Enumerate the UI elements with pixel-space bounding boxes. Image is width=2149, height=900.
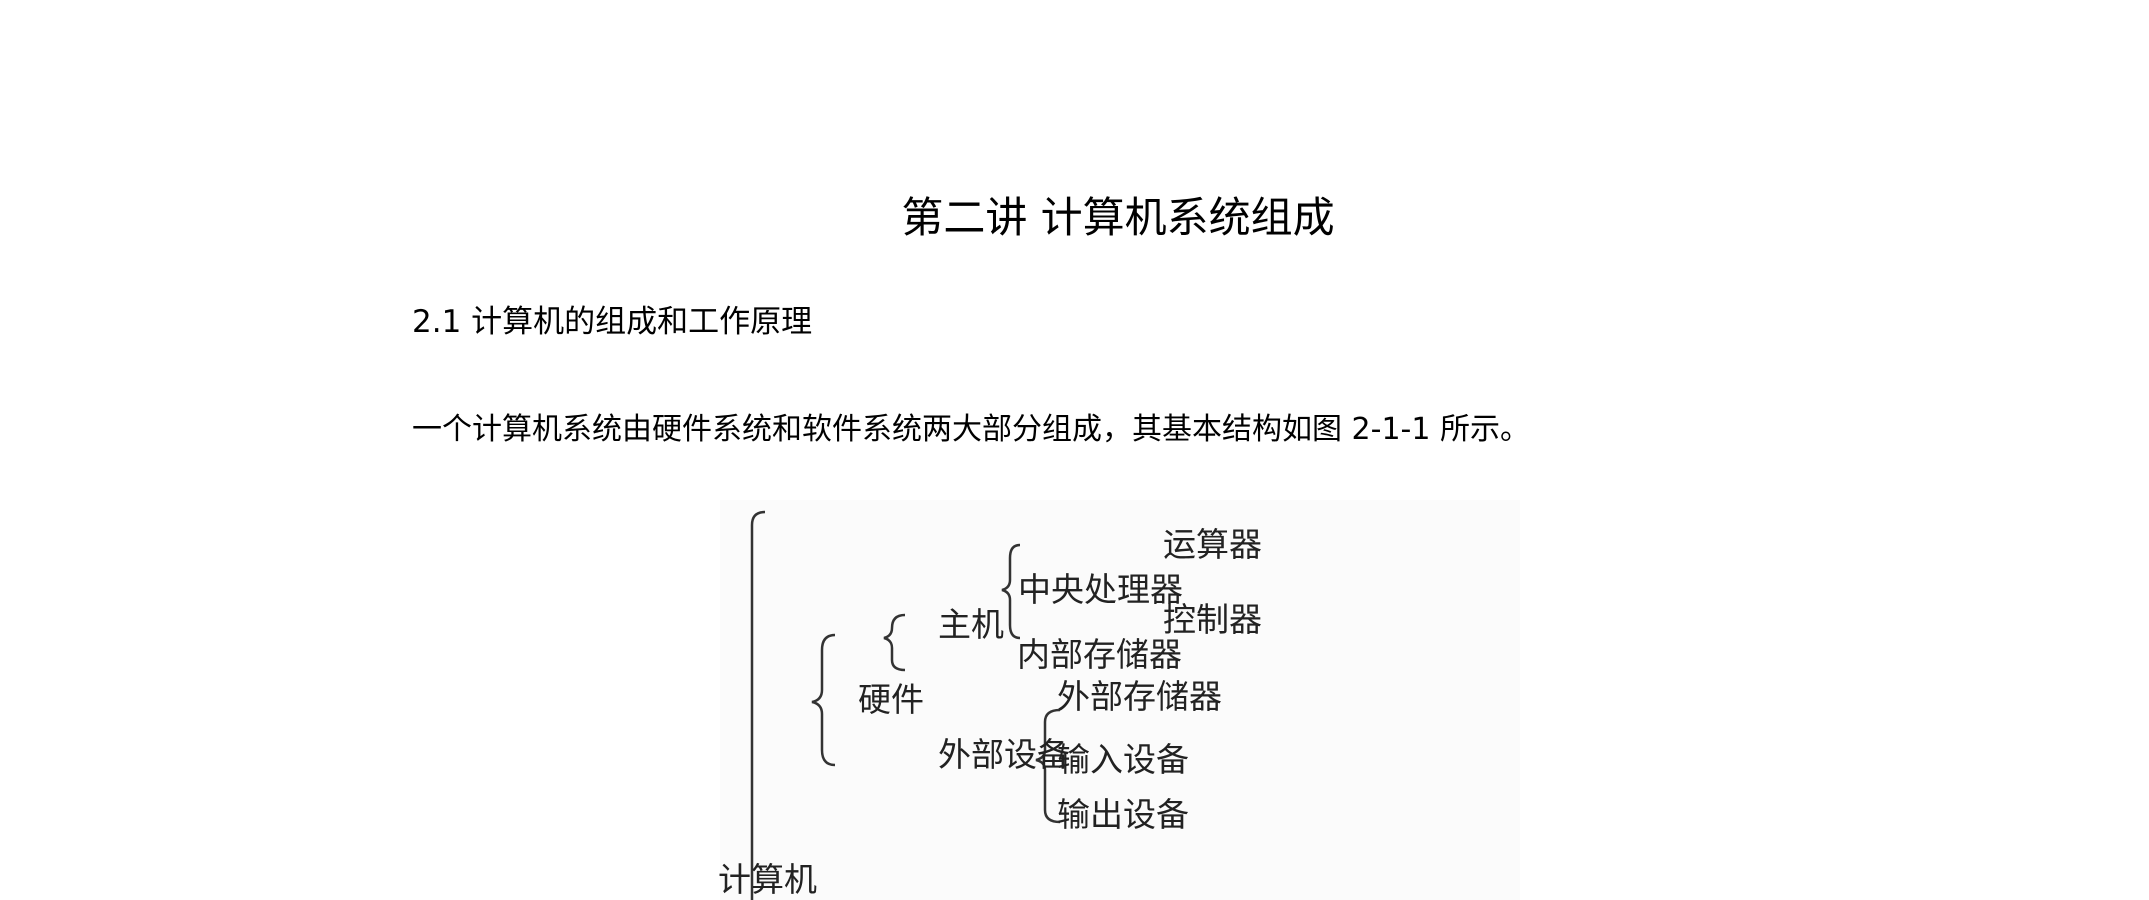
brace-hardware — [811, 633, 836, 767]
body-paragraph: 一个计算机系统由硬件系统和软件系统两大部分组成，其基本结构如图 2-1-1 所示… — [412, 412, 1530, 447]
diagram-braces — [750, 510, 1061, 900]
node-controller: 控制器 — [1163, 600, 1262, 639]
node-computer: 计算机 — [718, 860, 817, 899]
brace-root — [750, 510, 766, 900]
computer-structure-diagram: 计算机 硬件 主机 中央处理器 运算器 控制器 内部存储器 外部设备 外部存储器… — [718, 500, 1520, 900]
node-input-devices: 输入设备 — [1057, 740, 1189, 779]
node-host: 主机 — [938, 605, 1004, 644]
node-cpu: 中央处理器 — [1018, 570, 1183, 609]
node-output-devices: 输出设备 — [1057, 795, 1189, 834]
node-hardware: 硬件 — [858, 680, 924, 719]
node-external-memory: 外部存储器 — [1057, 677, 1222, 716]
node-alu: 运算器 — [1163, 525, 1262, 564]
node-internal-memory: 内部存储器 — [1017, 635, 1182, 674]
brace-cpu — [1001, 543, 1021, 640]
page-title: 第二讲 计算机系统组成 — [901, 193, 1335, 242]
section-heading: 2.1 计算机的组成和工作原理 — [412, 304, 813, 340]
brace-peripherals — [1035, 708, 1061, 824]
brace-host — [883, 613, 906, 672]
node-peripherals: 外部设备 — [938, 735, 1070, 774]
